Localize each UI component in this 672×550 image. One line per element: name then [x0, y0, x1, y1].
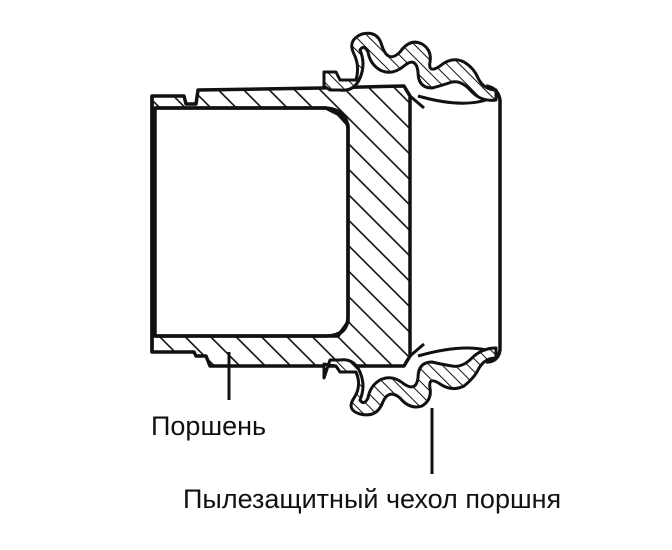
- boot-top-lip: [322, 31, 498, 102]
- piston-cavity: [155, 106, 350, 338]
- boot-flange-inner: [409, 94, 425, 110]
- piston-boot-label: Пылезащитный чехол поршня: [183, 484, 562, 514]
- boot-flange: [485, 84, 502, 364]
- piston-section: [150, 84, 412, 368]
- boot-neck-top: [417, 94, 487, 105]
- piston-label: Поршень: [151, 411, 267, 441]
- boot-flange-inner-bottom: [409, 342, 425, 358]
- boot-neck-bottom: [417, 346, 487, 358]
